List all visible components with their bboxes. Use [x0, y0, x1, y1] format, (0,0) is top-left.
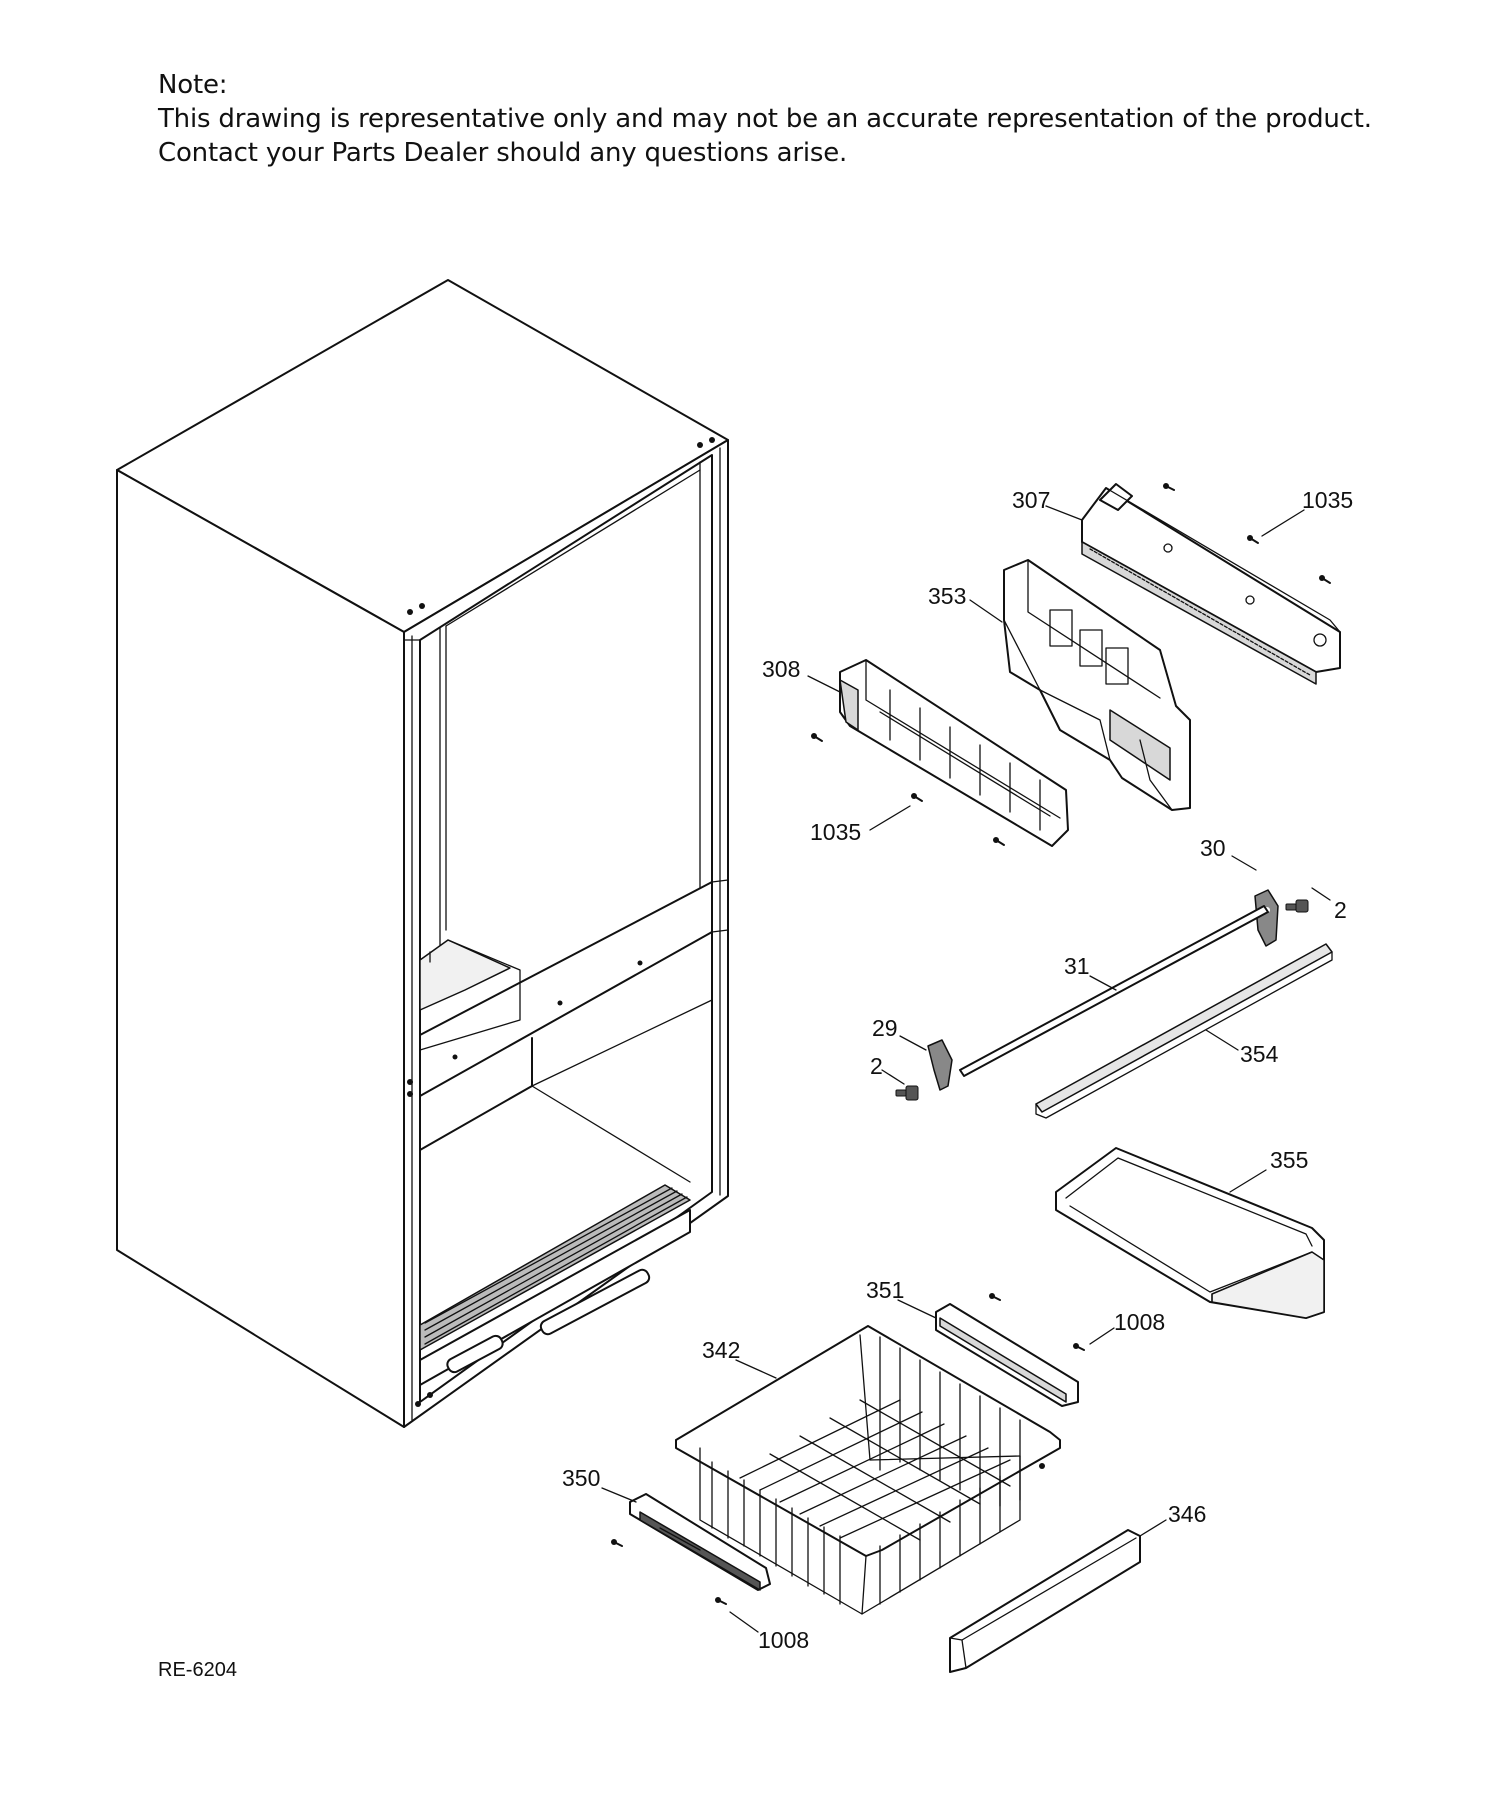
- diagram-code: RE-6204: [158, 1659, 237, 1681]
- callout-labels: 307 1035 353 308 1035 30 2 31 29 2 354 3…: [158, 487, 1353, 1681]
- callout-1035-top: 1035: [1302, 487, 1353, 513]
- screws-1035-top: [1163, 483, 1331, 584]
- part-307-cover: [1081, 483, 1341, 685]
- crisper-floor-ribs: [419, 1184, 691, 1351]
- note-line-2: Contact your Parts Dealer should any que…: [158, 138, 848, 168]
- note-heading: Note:: [158, 70, 228, 100]
- note-line-1: This drawing is representative only and …: [158, 104, 1372, 134]
- part-346-drawer-front: [949, 1529, 1141, 1673]
- part-353-housing: [1003, 559, 1191, 811]
- part-350-slide: [629, 1493, 771, 1591]
- part-31-rod: [959, 905, 1269, 1077]
- part-2-right-screw: [1285, 899, 1309, 913]
- part-355-tray: [1055, 1147, 1325, 1319]
- callout-29: 29: [872, 1015, 898, 1041]
- callout-1008-bottom: 1008: [758, 1627, 809, 1653]
- refrigerator-cabinet: [116, 279, 729, 1428]
- callout-354: 354: [1240, 1041, 1279, 1067]
- part-354-rail: [1035, 943, 1333, 1119]
- callout-342: 342: [702, 1337, 740, 1363]
- callout-307: 307: [1012, 487, 1050, 513]
- screws-1035-mid: [811, 733, 1005, 846]
- callout-1035-mid: 1035: [810, 819, 861, 845]
- callout-351: 351: [866, 1277, 904, 1303]
- callout-2-left: 2: [870, 1053, 883, 1079]
- part-2-left-screw: [895, 1085, 919, 1101]
- screws-1008-right: [989, 1293, 1085, 1351]
- callout-30: 30: [1200, 835, 1226, 861]
- part-308-bracket: [839, 659, 1069, 847]
- callout-31: 31: [1064, 953, 1090, 979]
- part-351-slide: [935, 1303, 1079, 1407]
- callout-308: 308: [762, 656, 800, 682]
- callout-346: 346: [1168, 1501, 1206, 1527]
- part-342-wire-basket: [675, 1325, 1061, 1615]
- leader-lines: [601, 505, 1331, 1633]
- part-29-left-cam: [927, 1039, 953, 1091]
- callout-353: 353: [928, 583, 966, 609]
- callout-1008-right: 1008: [1114, 1309, 1165, 1335]
- callout-350: 350: [562, 1465, 600, 1491]
- screws-1008-bottom: [611, 1539, 727, 1605]
- callout-2-right: 2: [1334, 897, 1347, 923]
- callout-355: 355: [1270, 1147, 1308, 1173]
